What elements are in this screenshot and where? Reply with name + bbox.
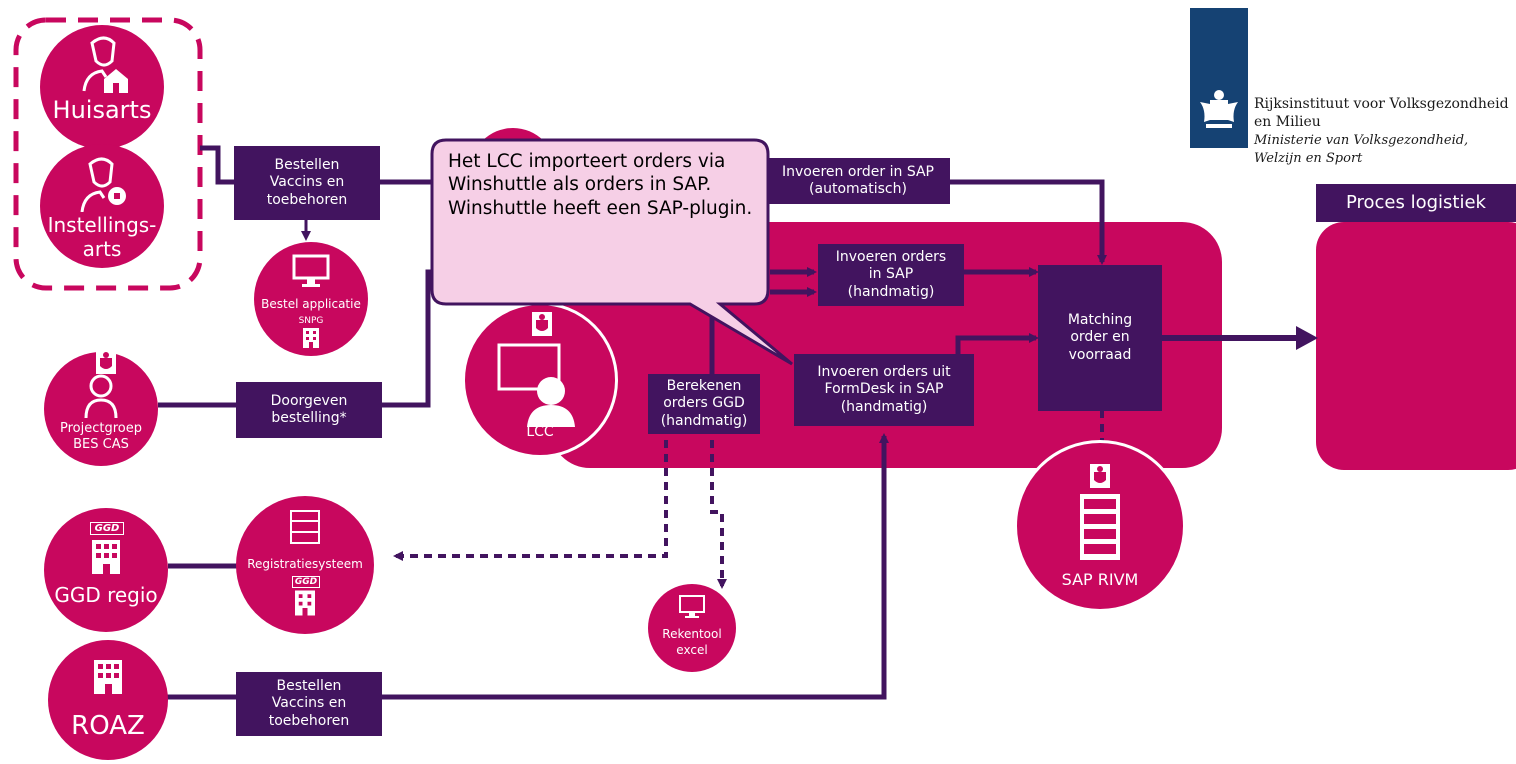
box-invoeren-automatisch: Invoeren order in SAP (automatisch) [766,158,950,204]
box-berekenen: Berekenen orders GGD (handmatig) [648,374,760,434]
server-icon [290,510,320,544]
huisarts-node: Huisarts [40,25,164,149]
projectgroep-label-1: Projectgroep [60,421,142,436]
snpg-label: SNPG [298,316,324,326]
box-bestellen-top: Bestellen Vaccins en toebehoren [234,146,380,220]
building-icon [92,540,120,574]
server-icon [1080,494,1120,560]
monitor-icon [679,595,705,618]
doctor-institution-icon [80,157,126,212]
roaz-node: ROAZ [48,640,168,760]
callout-text: Het LCC importeert orders via Winshuttle… [448,151,753,219]
logo-bar [1190,8,1248,148]
rekentool-label-2: excel [676,643,708,657]
logistics-panel [1316,222,1516,470]
registratiesysteem-label: Registratiesysteem [247,557,363,571]
dashed-berekenen-registratie [393,440,668,561]
coat-of-arms-icon [1200,90,1238,128]
arrow-formdesk-matching [955,333,1039,356]
crest-icon [1090,464,1110,488]
building-icon [295,590,315,616]
rekentool-label-1: Rekentool [662,627,722,641]
building-icon [94,660,122,694]
projectgroep-label-2: BES CAS [73,437,129,452]
instellingsarts-node: Instellings- arts [40,144,164,268]
monitor-icon [292,254,330,287]
logo-line-2: en Milieu [1254,114,1321,130]
rekentool-node: Rekentool excel [648,584,736,672]
crest-icon [532,312,552,336]
roaz-label: ROAZ [71,711,145,741]
logo-line-4: Welzijn en Sport [1254,151,1363,166]
ggd-regio-node: GGD GGD regio [44,508,168,632]
building-icon [303,328,319,348]
doctor-home-icon [82,36,128,93]
box-bestellen-bottom: Bestellen Vaccins en toebehoren [236,672,382,736]
dashed-berekenen-rekentool [710,440,727,589]
callout-bubble [430,138,793,366]
box-invoeren-handmatig: Invoeren orders in SAP (handmatig) [818,244,964,306]
huisarts-label: Huisarts [52,96,152,124]
ggd-tag: GGD [90,522,124,535]
bestel-applicatie-node: Bestel applicatie SNPG [254,242,368,356]
box-matching: Matching order en voorraad [1038,265,1162,411]
box-doorgeven: Doorgeven bestelling* [236,382,382,438]
sap-rivm-label: SAP RIVM [1061,570,1139,589]
bestel-applicatie-label: Bestel applicatie [261,297,361,311]
lcc-label: LCC [526,424,554,440]
box-formdesk: Invoeren orders uit FormDesk in SAP (han… [794,354,974,426]
line-roaz-formdesk [148,433,889,700]
logo-line-3: Ministerie van Volksgezondheid, [1254,133,1469,148]
crest-icon [96,350,116,374]
doctor-group-frame [13,17,203,291]
ggd-tag: GGD [292,576,320,588]
person-icon [84,374,118,418]
logo-line-1: Rijksinstituut voor Volksgezondheid [1254,96,1509,112]
registratiesysteem-node: Registratiesysteem GGD [236,496,374,634]
instellingsarts-label-1: Instellings- [47,213,157,237]
monitor-person-icon [497,343,575,427]
ggd-regio-label: GGD regio [54,583,158,607]
instellingsarts-label-2: arts [82,237,122,261]
box-proces-logistiek: Proces logistiek [1316,184,1516,222]
